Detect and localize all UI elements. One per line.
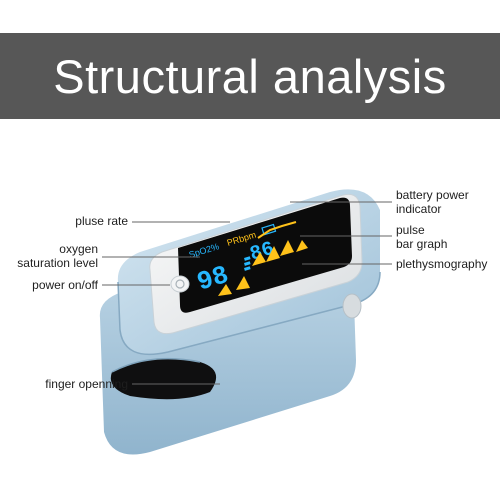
callout-battery-line1: battery power xyxy=(396,188,469,202)
side-button xyxy=(342,293,362,319)
title-banner: Structural analysis xyxy=(0,33,500,119)
power-button xyxy=(170,275,190,293)
callout-lines xyxy=(102,201,392,385)
callout-power-text: power on/off xyxy=(32,278,98,292)
page-title: Structural analysis xyxy=(53,49,447,103)
oled-screen xyxy=(178,197,352,313)
callout-plethysmography-text: plethysmography xyxy=(396,257,488,271)
pulse-bar-graph xyxy=(243,256,251,271)
callout-battery-line2: indicator xyxy=(396,202,442,216)
callout-pulse-bar-line1: pulse xyxy=(396,223,425,237)
callout-power: power on/off xyxy=(0,278,98,292)
callout-pulse-bar-line2: bar graph xyxy=(396,237,448,251)
callout-oxygen-saturation: oxygen saturation level xyxy=(0,242,98,270)
callout-plethysmography: plethysmography xyxy=(396,257,498,271)
callout-pulse-rate-text: pluse rate xyxy=(75,214,128,228)
callout-pulse-rate: pluse rate xyxy=(10,214,128,228)
callout-oxygen-line1: oxygen xyxy=(59,242,98,256)
callout-pulse-bar: pulse bar graph xyxy=(396,223,498,251)
callout-finger-opening: finger openning xyxy=(0,377,128,391)
plethysmography-waveform xyxy=(218,240,308,296)
callout-oxygen-line2: saturation level xyxy=(17,256,98,270)
callout-finger-opening-text: finger openning xyxy=(45,377,128,391)
callout-battery: battery power indicator xyxy=(396,188,498,216)
finger-opening xyxy=(110,358,217,400)
